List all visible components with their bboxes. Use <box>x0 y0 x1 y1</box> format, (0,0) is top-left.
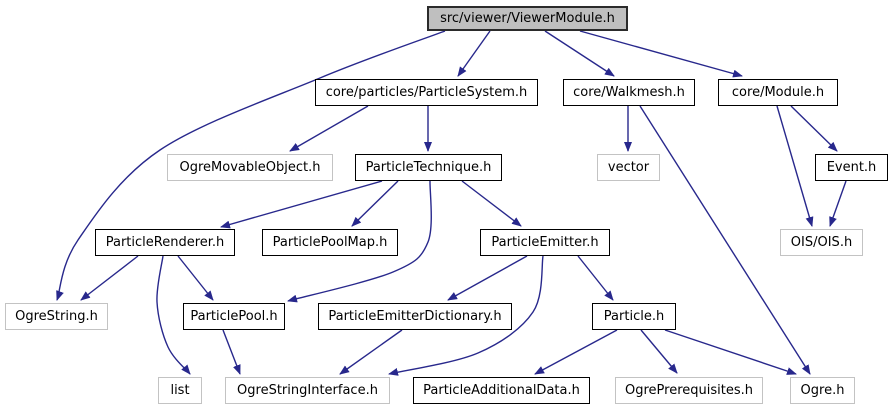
edge-viewermodule-particlesystem <box>457 30 491 77</box>
edge-particletechnique-particleemitter <box>461 180 522 227</box>
node-prerequisites: OgrePrerequisites.h <box>615 377 763 404</box>
node-emitterdictionary[interactable]: ParticleEmitterDictionary.h <box>318 303 512 330</box>
edge-particleemitter-ogrestringinterface <box>388 255 544 376</box>
node-particlerenderer[interactable]: ParticleRenderer.h <box>95 229 235 256</box>
edge-particlerenderer-particlepool <box>177 255 214 301</box>
edge-viewermodule-walkmesh <box>544 30 615 77</box>
edge-emitterdictionary-ogrestringinterface <box>339 329 403 375</box>
edge-viewermodule-ogrestring <box>56 30 446 301</box>
edge-particletechnique-particlerenderer <box>220 180 383 229</box>
node-viewermodule: src/viewer/ViewerModule.h <box>427 6 628 31</box>
node-list: list <box>158 377 202 404</box>
node-particlesystem[interactable]: core/particles/ParticleSystem.h <box>315 79 538 106</box>
edge-module-event <box>790 105 838 152</box>
edge-particleemitter-particle <box>577 255 614 301</box>
node-walkmesh[interactable]: core/Walkmesh.h <box>563 79 695 106</box>
node-vector: vector <box>597 154 660 181</box>
edge-module-ois <box>776 105 814 227</box>
edge-particle-prerequisites <box>640 329 678 374</box>
edge-particlepool-ogrestringinterface <box>222 329 241 375</box>
edge-particletechnique-particlepoolmap <box>351 180 399 227</box>
node-particletechnique[interactable]: ParticleTechnique.h <box>355 154 502 181</box>
edge-walkmesh-ogre <box>639 105 811 375</box>
edge-particle-additionaldata <box>534 329 618 375</box>
edge-particle-ogre <box>664 329 797 375</box>
edge-particlesystem-ogremovableobject <box>289 105 369 152</box>
node-particlepool[interactable]: ParticlePool.h <box>183 303 285 330</box>
node-ogrestring: OgreString.h <box>5 303 108 330</box>
edge-particlerenderer-list <box>156 255 191 375</box>
node-additionaldata[interactable]: ParticleAdditionalData.h <box>413 377 590 404</box>
node-ois: OIS/OIS.h <box>780 229 863 256</box>
node-module[interactable]: core/Module.h <box>718 79 838 106</box>
edge-particleemitter-emitterdictionary <box>447 255 528 301</box>
node-ogremovableobject: OgreMovableObject.h <box>167 154 333 181</box>
edge-event-ois <box>829 180 847 227</box>
node-ogre: Ogre.h <box>790 377 855 404</box>
edge-particletechnique-particlepool <box>287 180 432 303</box>
node-ogrestringinterface: OgreStringInterface.h <box>225 377 390 404</box>
node-particleemitter[interactable]: ParticleEmitter.h <box>480 229 610 256</box>
edge-particlerenderer-ogrestring <box>80 255 139 301</box>
node-particle[interactable]: Particle.h <box>592 303 676 330</box>
node-particlepoolmap[interactable]: ParticlePoolMap.h <box>262 229 398 256</box>
edge-viewermodule-module <box>579 30 743 78</box>
node-event[interactable]: Event.h <box>815 154 888 181</box>
